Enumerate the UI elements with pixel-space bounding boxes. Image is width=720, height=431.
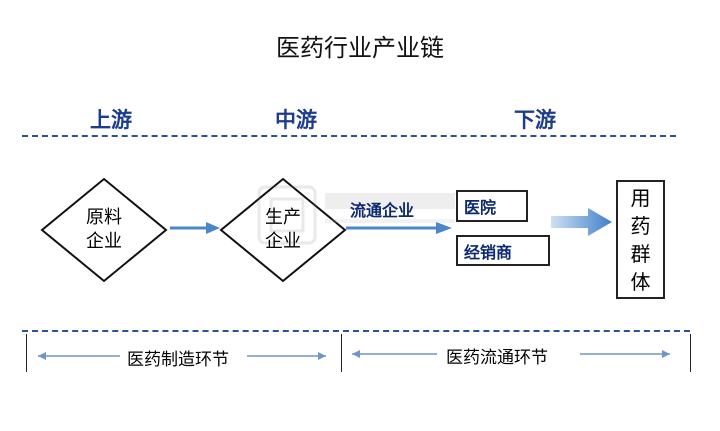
- manufacturing-arrow-right-head: [318, 352, 326, 360]
- segment-divider-line: [22, 330, 690, 332]
- raw-materials-line-1: 原料: [86, 207, 122, 228]
- raw-to-production-arrowhead: [206, 222, 220, 234]
- circulation-arrow-left-head: [352, 350, 360, 358]
- consumers-char-1: 用: [630, 185, 651, 210]
- consumers-box: 用 药 群 体: [616, 180, 665, 299]
- downstream-big-arrow: [551, 208, 612, 236]
- segment-tick-right: [690, 334, 691, 372]
- manufacturing-segment-label: 医药制造环节: [123, 345, 233, 370]
- stage-downstream: 下游: [514, 108, 556, 132]
- consumers-char-2: 药: [630, 213, 651, 238]
- dealer-box: 经销商: [456, 235, 550, 266]
- dealer-label: 经销商: [464, 242, 513, 262]
- stage-midstream: 中游: [275, 108, 317, 132]
- circulation-arrow-right-head: [662, 350, 670, 358]
- production-diamond: [219, 177, 347, 283]
- production-to-distribution-arrowhead: [436, 222, 452, 234]
- consumers-char-3: 群: [630, 241, 651, 266]
- circulation-segment-label: 医药流通环节: [442, 343, 552, 368]
- stage-divider-line: [22, 135, 676, 137]
- production-line-1: 生产: [265, 207, 301, 228]
- raw-materials-diamond: [40, 177, 168, 283]
- watermark-logo: [257, 185, 455, 245]
- segment-tick-left: [26, 334, 27, 372]
- raw-materials-line-2: 企业: [86, 231, 122, 252]
- production-line-2: 企业: [265, 231, 301, 252]
- production-label: 生产 企业: [259, 206, 307, 254]
- raw-materials-label: 原料 企业: [80, 206, 128, 254]
- hospital-label: 医院: [464, 198, 497, 217]
- stage-upstream: 上游: [90, 108, 132, 132]
- diagram-title: 医药行业产业链: [276, 34, 444, 62]
- hospital-box: 医院: [456, 190, 528, 222]
- consumers-char-4: 体: [630, 269, 651, 294]
- manufacturing-arrow-left-head: [38, 352, 46, 360]
- segment-tick-middle: [341, 334, 342, 372]
- distribution-label: 流通企业: [350, 201, 415, 220]
